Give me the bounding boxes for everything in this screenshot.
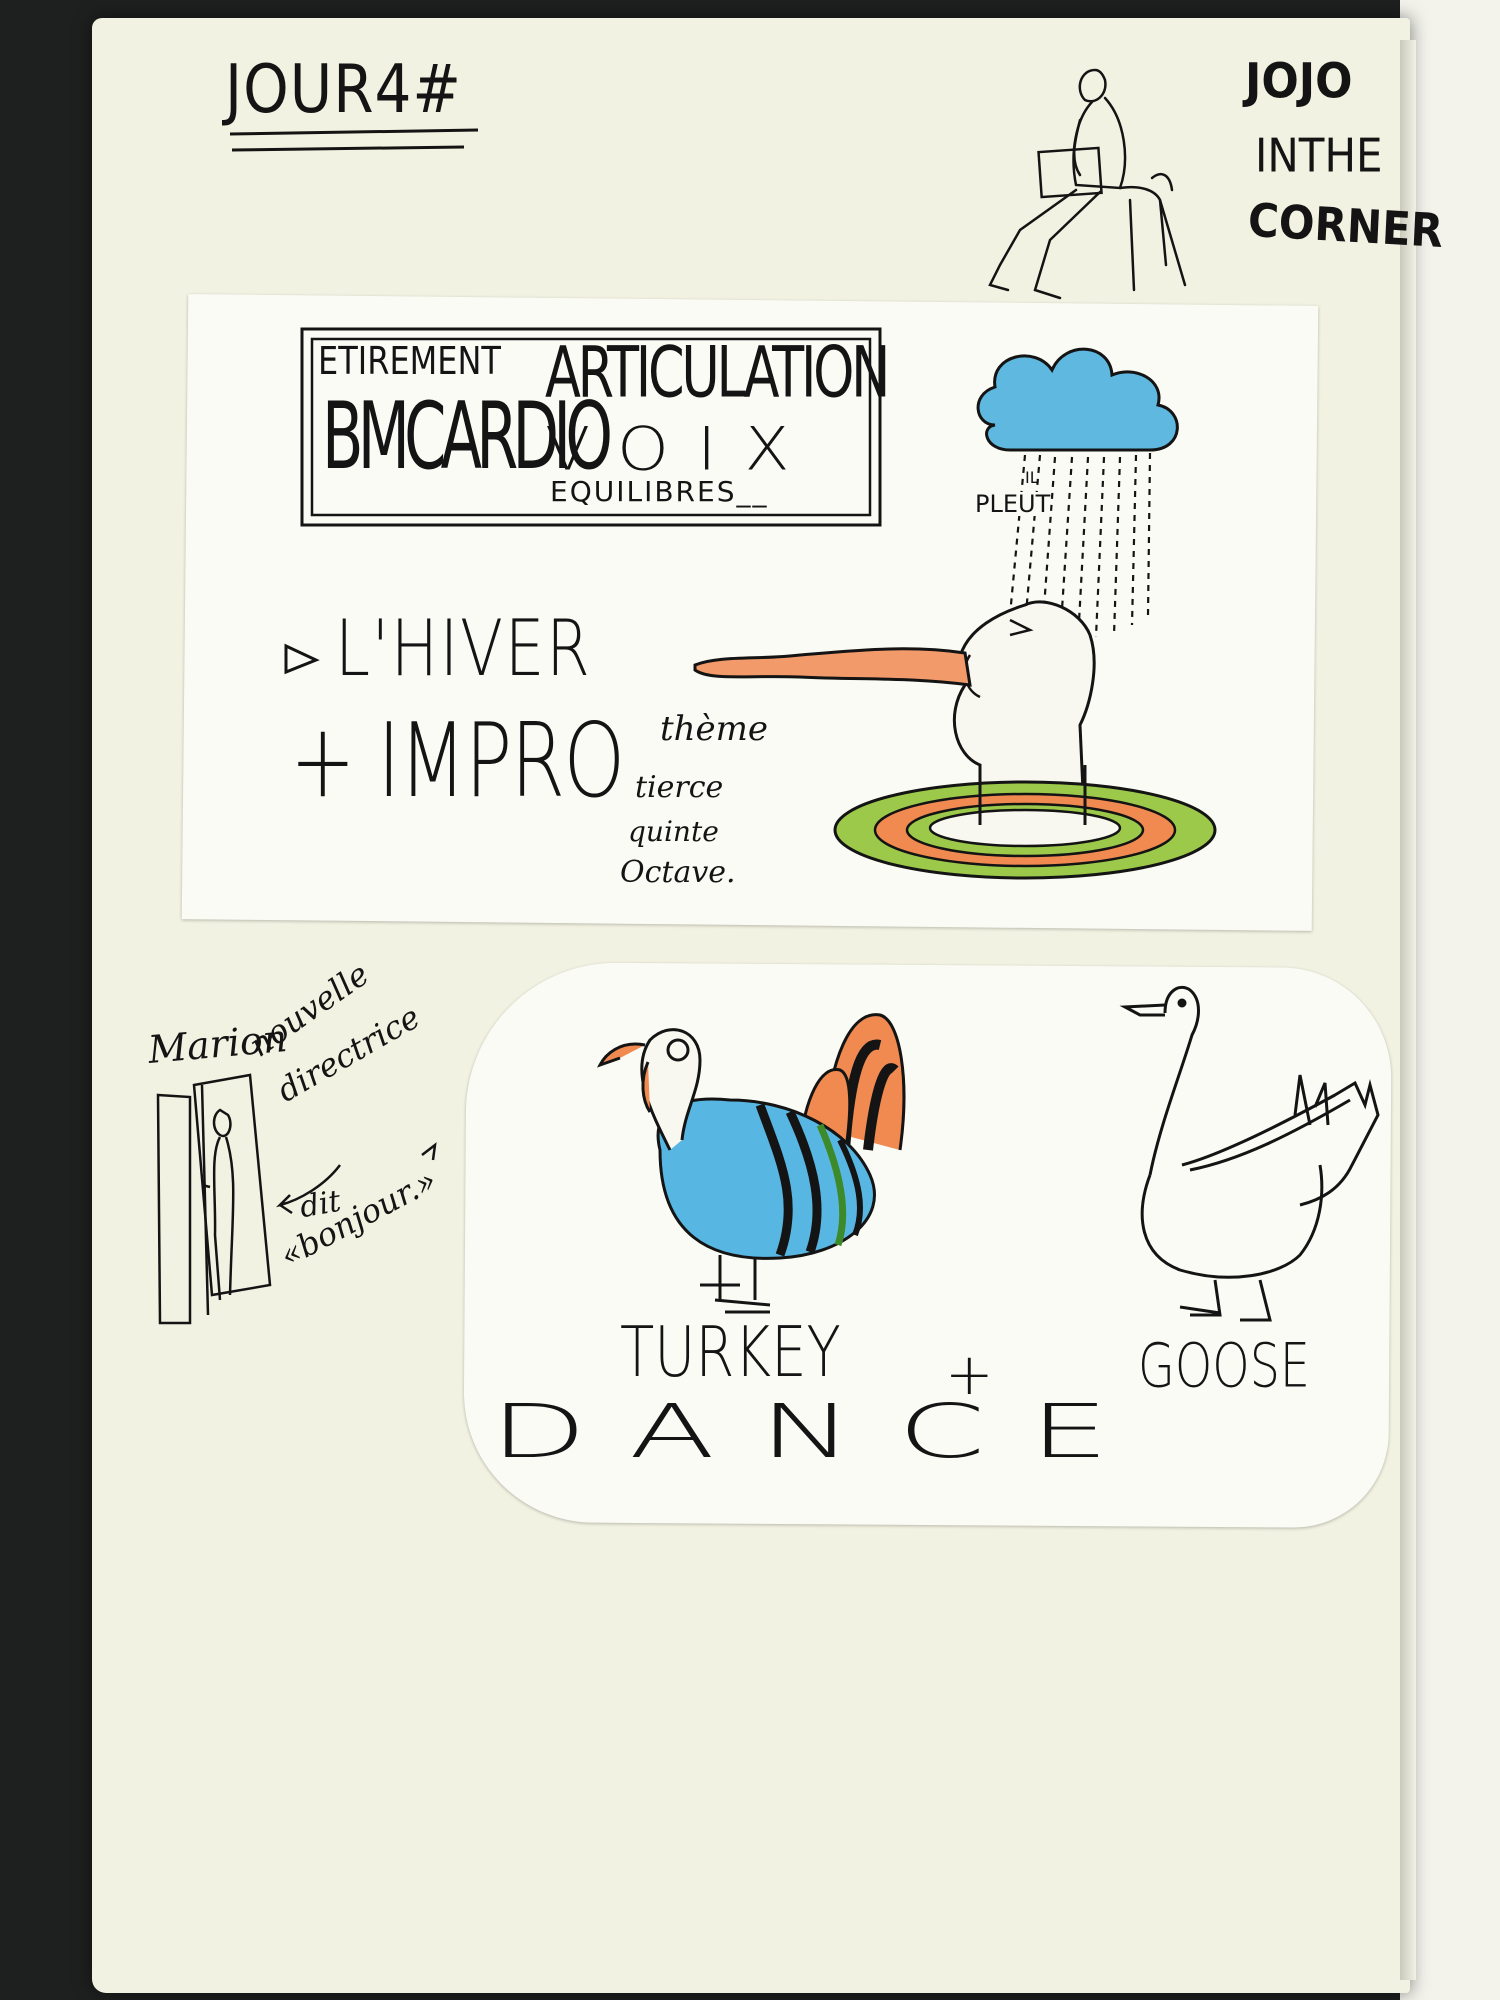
person-with-laptop-drawing [988,68,1187,300]
word-box-frame [300,327,882,527]
goose-label: GOOSE [1138,1329,1310,1402]
page-gutter [1400,40,1416,1980]
impro-note-theme: thème [660,709,769,749]
title-underline [229,128,479,152]
rain-note-il: IL [1025,468,1039,487]
rain-cloud-head-drawing [693,347,1217,880]
word-etirement: ETIREMENT [318,338,501,384]
goose-drawing [1119,985,1380,1322]
next-page-edge [1400,0,1500,2000]
word-voix: VOIX [545,414,818,484]
rain-note-pleut: PLEUT [975,490,1051,518]
impro-note-tierce: tierce [635,770,724,805]
corner-note-line-1: JOJO [1245,53,1353,110]
triangle-bullet-icon [284,643,320,675]
word-equilibres: EQUILIBRES__ [550,475,769,508]
plus-sign: + [945,1340,994,1408]
corner-note-line-3: CORNER [1246,192,1445,258]
impro-note-quinte: quinte [628,815,719,848]
dance-label: DANCE [490,1388,1154,1475]
corner-note-line-2: INTHE [1255,128,1383,183]
page-title: JOUR4# [225,49,463,129]
word-bm-cardio: BMCARDIO [322,382,613,491]
turkey-drawing [597,1013,906,1314]
word-articulation: ARTICULATION [545,332,890,414]
door-figure-drawing [156,1073,437,1325]
impro-label: + IMPRO [290,701,625,822]
impro-note-octave: Octave. [620,855,736,890]
turkey-label: TURKEY [620,1311,841,1393]
hiver-label: L'HIVER [335,603,592,694]
